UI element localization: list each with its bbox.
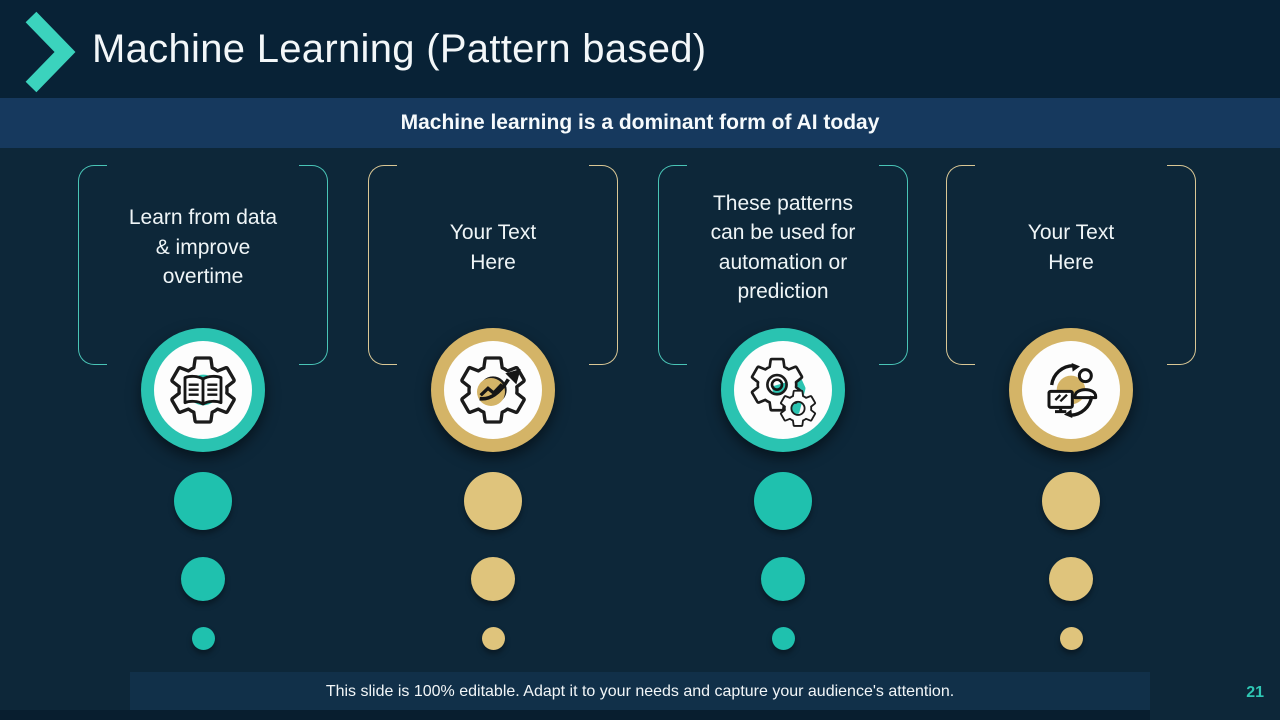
dot-medium xyxy=(471,557,515,601)
icon-badge-inner xyxy=(734,341,832,439)
dot-large xyxy=(464,472,522,530)
gear-book-icon xyxy=(170,356,236,424)
double-gear-icon xyxy=(750,357,817,427)
icon-badge-inner xyxy=(1022,341,1120,439)
icon-badge-inner xyxy=(444,341,542,439)
bracket-left xyxy=(368,165,397,365)
bracket-right xyxy=(1167,165,1196,365)
bracket-left xyxy=(78,165,107,365)
bracket-right xyxy=(299,165,328,365)
subtitle: Machine learning is a dominant form of A… xyxy=(400,111,880,134)
column-learn-from-data: Learn from data & improve overtime xyxy=(78,0,328,720)
bracket-frame xyxy=(946,165,1196,365)
bracket-left xyxy=(946,165,975,365)
column-patterns: These patterns can be used for automatio… xyxy=(658,0,908,720)
bracket-left xyxy=(658,165,687,365)
footer-strip xyxy=(0,710,1150,720)
column-text: These patterns can be used for automatio… xyxy=(710,191,856,303)
gear-trend-arrow-icon xyxy=(460,356,526,424)
column-text: Your Text Here xyxy=(449,221,537,274)
footer-note: This slide is 100% editable. Adapt it to… xyxy=(325,683,955,700)
bracket-frame xyxy=(658,165,908,365)
dot-small xyxy=(481,627,505,650)
icon-badge-inner xyxy=(154,341,252,439)
column-your-text-1: Your Text Here xyxy=(368,0,618,720)
chevron-right-icon xyxy=(25,11,76,93)
icon-badge xyxy=(1009,328,1133,452)
footer-band: This slide is 100% editable. Adapt it to… xyxy=(130,672,1150,712)
bracket-frame xyxy=(78,165,328,365)
column-text: Your Text Here xyxy=(1027,221,1115,274)
column-your-text-2: Your Text Here xyxy=(946,0,1196,720)
subtitle-band: Machine learning is a dominant form of A… xyxy=(0,98,1280,148)
icon-badge xyxy=(141,328,265,452)
bracket-right xyxy=(589,165,618,365)
person-monitor-sync-icon xyxy=(1047,363,1098,418)
bracket-frame xyxy=(368,165,618,365)
dot-small xyxy=(191,627,215,650)
page-number: 21 xyxy=(1246,684,1264,701)
page-title: Machine Learning (Pattern based) xyxy=(92,26,707,71)
dot-large xyxy=(174,472,232,530)
column-text: Learn from data & improve overtime xyxy=(128,206,278,289)
dot-medium xyxy=(181,557,225,601)
dot-large xyxy=(754,472,812,530)
dot-medium xyxy=(761,557,805,601)
dot-large xyxy=(1042,472,1100,530)
icon-badge xyxy=(721,328,845,452)
header: Machine Learning (Pattern based) xyxy=(0,0,1280,98)
dot-small xyxy=(1059,627,1083,650)
dot-medium xyxy=(1049,557,1093,601)
bracket-right xyxy=(879,165,908,365)
dot-small xyxy=(771,627,795,650)
icon-badge xyxy=(431,328,555,452)
